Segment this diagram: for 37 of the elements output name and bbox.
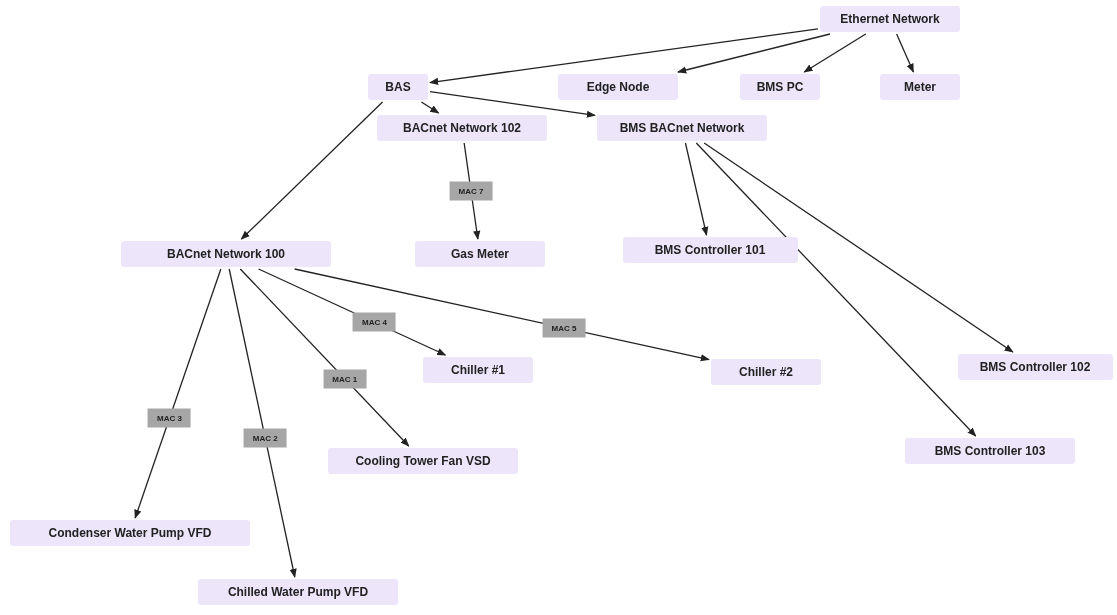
- edge-label: MAC 3: [148, 408, 191, 428]
- node-box: Condenser Water Pump VFD: [10, 520, 250, 546]
- arrow: [803, 33, 867, 73]
- arrow: [294, 268, 710, 362]
- edge-label: MAC 2: [243, 428, 287, 448]
- node-box: Chiller #1: [423, 357, 533, 383]
- edge-label: MAC 7: [449, 181, 493, 201]
- arrow: [239, 268, 410, 447]
- arrow: [240, 101, 384, 240]
- node-box: Meter: [880, 74, 960, 100]
- node-box: Chiller #2: [711, 359, 821, 385]
- node-box: BMS Controller 102: [957, 354, 1113, 380]
- arrow: [677, 33, 831, 74]
- edge-label: MAC 4: [352, 312, 396, 332]
- edge-label: MAC 1: [323, 369, 367, 389]
- arrow: [429, 90, 596, 118]
- node-box: BMS BACnet Network: [597, 115, 767, 141]
- node-box: BACnet Network 100: [121, 241, 331, 267]
- arrow: [684, 142, 709, 236]
- node-box: Cooling Tower Fan VSD: [328, 448, 518, 474]
- node-box: Gas Meter: [415, 241, 545, 267]
- arrow: [228, 268, 297, 578]
- node-box: Ethernet Network: [820, 6, 960, 32]
- node-box: BMS PC: [740, 74, 820, 100]
- arrow: [895, 33, 915, 73]
- arrow: [703, 142, 1014, 353]
- node-box: BAS: [368, 74, 428, 100]
- arrow: [429, 28, 819, 86]
- edge-label: MAC 5: [542, 318, 586, 338]
- arrow: [420, 101, 440, 114]
- node-box: BMS Controller 101: [622, 237, 798, 263]
- arrow: [695, 142, 977, 437]
- node-box: Edge Node: [558, 74, 678, 100]
- node-box: BMS Controller 103: [905, 438, 1075, 464]
- node-box: BACnet Network 102: [377, 115, 547, 141]
- node-box: Chilled Water Pump VFD: [198, 579, 398, 605]
- arrow: [134, 268, 222, 519]
